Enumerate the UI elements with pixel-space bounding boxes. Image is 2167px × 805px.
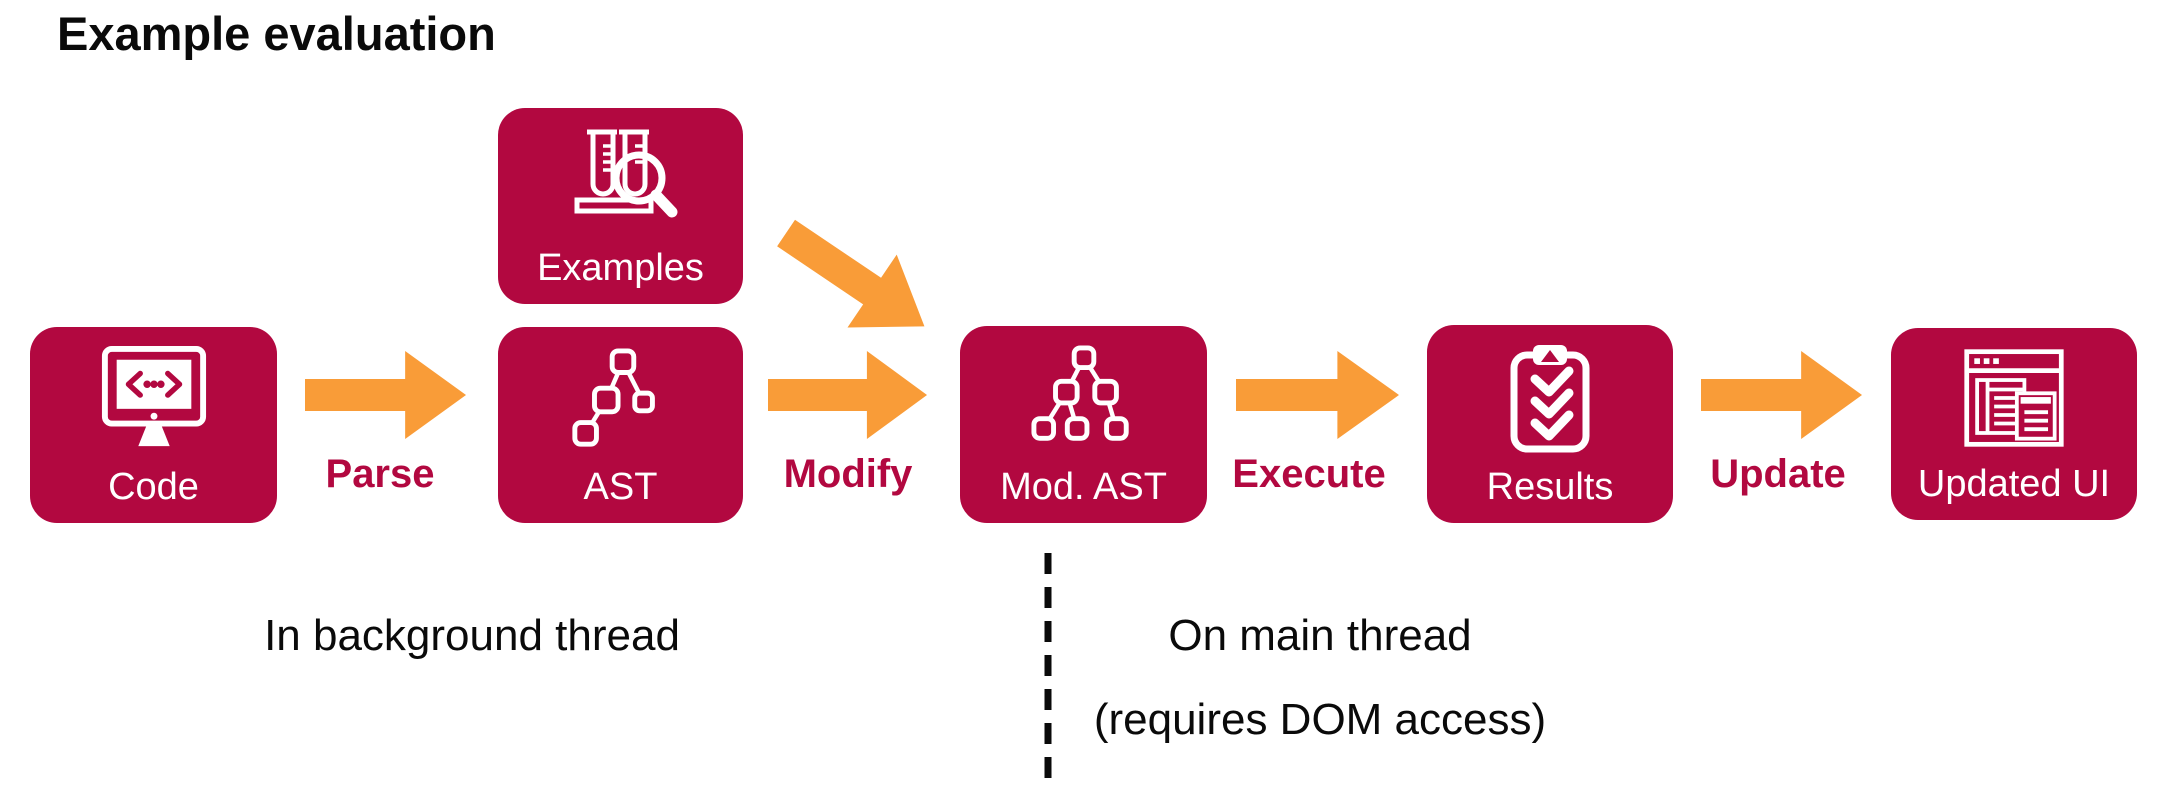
code-monitor-icon <box>101 345 206 447</box>
node-label-examples: Examples <box>537 247 704 289</box>
modified-syntax-tree-icon <box>1030 345 1129 441</box>
node-label-updated-ui: Updated UI <box>1917 463 2111 505</box>
arrow-update <box>1701 351 1863 439</box>
arrow-execute <box>1236 351 1400 439</box>
node-mod-ast: Mod. AST <box>960 326 1207 523</box>
arrow-parse <box>305 351 467 439</box>
annotation-main-thread-line1: On main thread <box>1168 611 1472 660</box>
edge-label-modify: Modify <box>783 452 913 496</box>
node-label-ast: AST <box>583 466 658 508</box>
node-code: Code <box>30 327 277 523</box>
test-tubes-magnifier-icon <box>574 129 677 218</box>
node-examples: Examples <box>498 108 743 304</box>
node-label-mod-ast: Mod. AST <box>1000 466 1167 508</box>
node-label-code: Code <box>108 466 199 508</box>
node-updated-ui: Updated UI <box>1891 328 2137 520</box>
arrow-modify <box>768 351 928 439</box>
arrow-examples-to-mod-ast <box>777 219 925 328</box>
thread-divider-dashed-line <box>1044 553 1052 789</box>
clipboard-checklist-icon <box>1510 345 1590 453</box>
node-label-results: Results <box>1486 466 1614 508</box>
node-ast: AST <box>498 327 743 523</box>
edge-label-execute: Execute <box>1232 452 1386 496</box>
browser-window-icon <box>1964 349 2064 447</box>
node-results: Results <box>1427 325 1673 523</box>
edge-label-update: Update <box>1710 452 1846 496</box>
edge-label-parse: Parse <box>325 452 435 496</box>
annotation-main-thread: On main thread (requires DOM access) <box>1094 594 1546 762</box>
syntax-tree-icon <box>571 348 655 447</box>
annotation-main-thread-line2: (requires DOM access) <box>1093 695 1547 744</box>
annotation-background-thread: In background thread <box>264 611 680 660</box>
diagram-title: Example evaluation <box>57 7 496 60</box>
